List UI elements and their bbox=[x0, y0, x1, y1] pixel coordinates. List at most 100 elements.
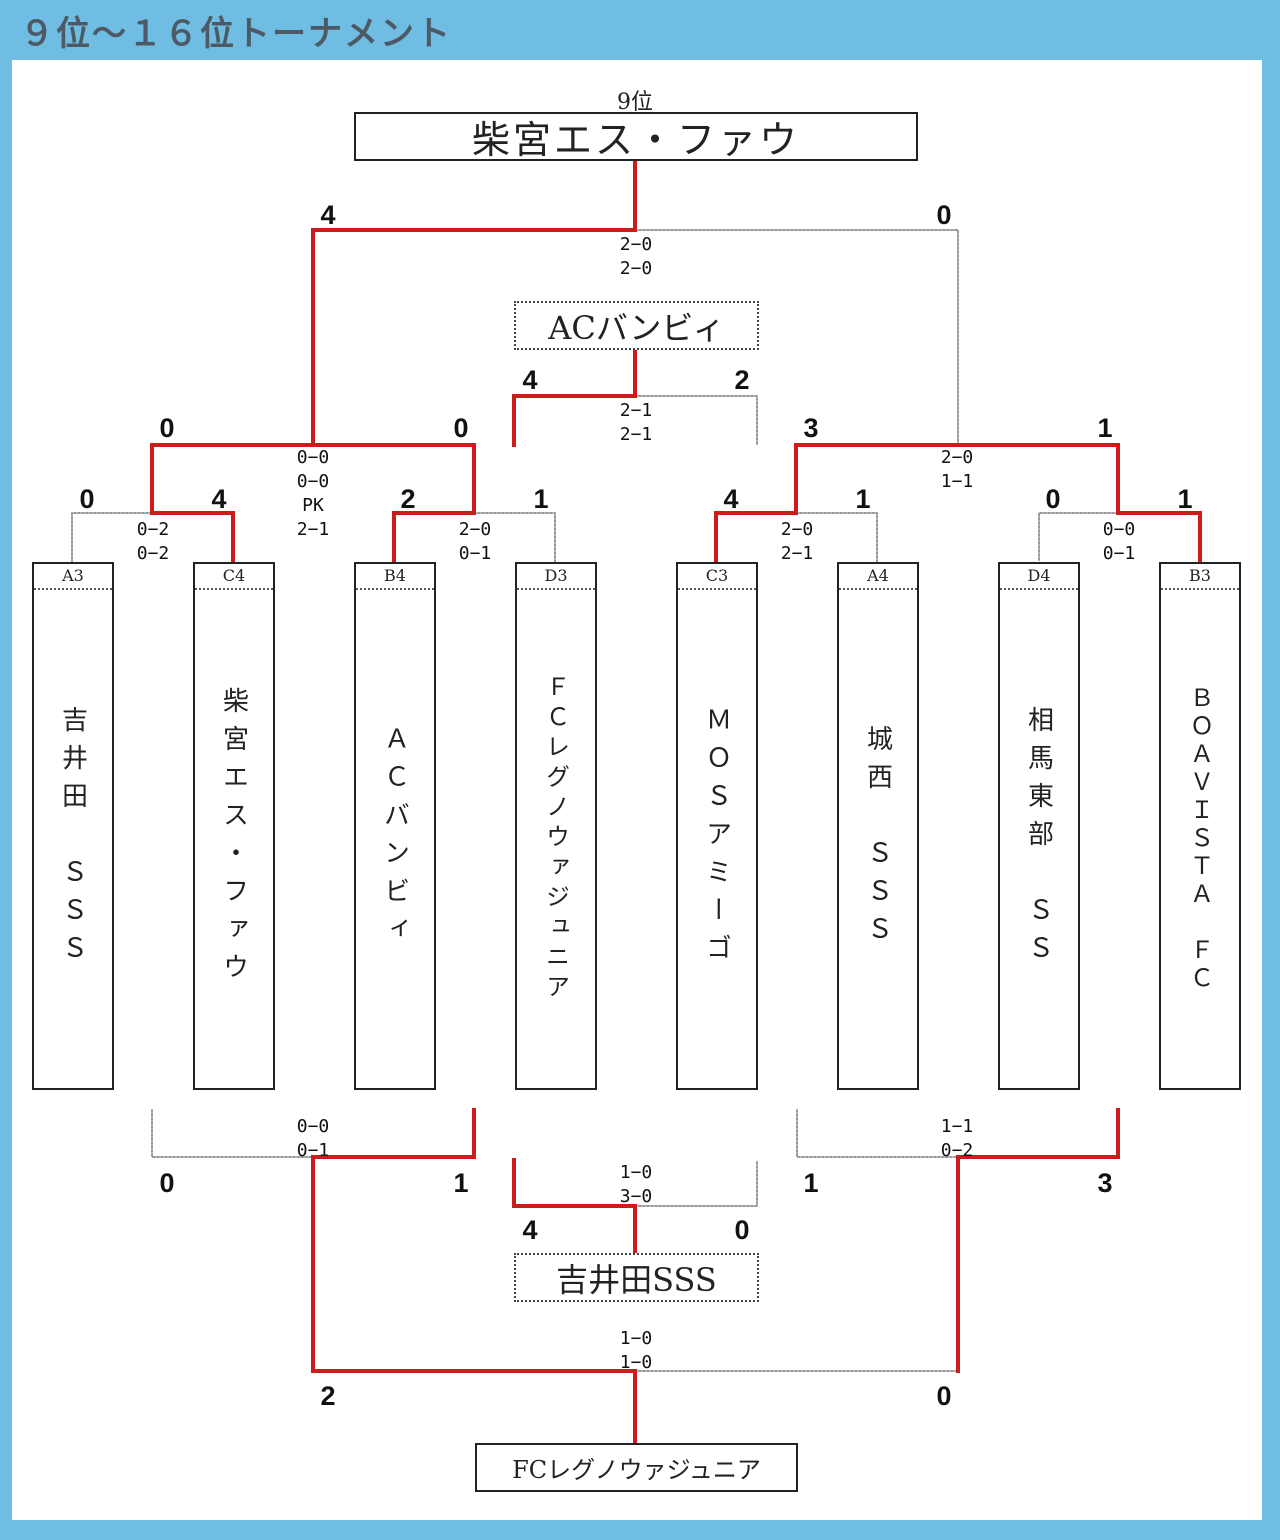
line-lower2-winner bbox=[956, 1108, 1120, 1373]
line-final-loser bbox=[634, 229, 959, 446]
r1b-right-score: 1 bbox=[533, 484, 549, 514]
r1a-set-1: 0−2 bbox=[136, 519, 170, 540]
line-r1b-loser bbox=[473, 512, 556, 563]
line-semi2-winner bbox=[794, 443, 960, 515]
r1a-set-scores: 0−2 0−2 bbox=[137, 518, 170, 566]
lower1-set-scores: 0−0 0−1 bbox=[297, 1115, 330, 1163]
semi2-set-2: 1−1 bbox=[940, 471, 974, 492]
r1d-set-2: 0−1 bbox=[1102, 543, 1136, 564]
team-name: 吉井田 ＳＳＳ bbox=[57, 706, 88, 972]
semi1-set-4: 2−1 bbox=[296, 519, 330, 540]
r1b-set-2: 0−1 bbox=[458, 543, 492, 564]
lower1-set-1: 0−0 bbox=[296, 1116, 330, 1137]
botb-left-score: 2 bbox=[320, 1381, 336, 1411]
semi1-right-score: 0 bbox=[453, 413, 469, 443]
final-winner-box: 柴宮エス・ファウ bbox=[354, 112, 918, 162]
team-card: C4 柴宮エス・ファウ bbox=[193, 562, 275, 1090]
r1a-set-2: 0−2 bbox=[136, 543, 170, 564]
final-set-2: 2−0 bbox=[619, 258, 653, 279]
line-lower2-loser bbox=[796, 1109, 959, 1158]
line-final-winner bbox=[311, 158, 637, 447]
team-card: B3 ＢＯＡＶＩＳＴＡ ＦＣ bbox=[1159, 562, 1241, 1090]
botb-set-scores: 1−0 1−0 bbox=[620, 1327, 653, 1375]
lower2-right-score: 3 bbox=[1097, 1168, 1113, 1198]
line-semi2b bbox=[956, 443, 1120, 515]
r1d-set-1: 0−0 bbox=[1102, 519, 1136, 540]
lower1-set-2: 0−1 bbox=[296, 1140, 330, 1161]
lower2-left-score: 1 bbox=[803, 1168, 819, 1198]
r1c-set-1: 2−0 bbox=[780, 519, 814, 540]
team-seed: D4 bbox=[1000, 564, 1078, 590]
bota-set-1: 1−0 bbox=[619, 1162, 653, 1183]
line-r1d-winner bbox=[1116, 511, 1202, 564]
lower1-left-score: 0 bbox=[159, 1168, 175, 1198]
line-r1c-loser bbox=[795, 512, 878, 563]
line-lower1-winner bbox=[311, 1108, 476, 1373]
r1d-left-score: 0 bbox=[1045, 484, 1061, 514]
team-name: ＡＣバンビィ bbox=[379, 725, 410, 953]
r1b-set-scores: 2−0 0−1 bbox=[459, 518, 492, 566]
semi2-set-1: 2−0 bbox=[940, 447, 974, 468]
lower2-set-scores: 1−1 0−2 bbox=[941, 1115, 974, 1163]
r1a-right-score: 4 bbox=[211, 484, 227, 514]
team-card: D4 相馬東部 ＳＳ bbox=[998, 562, 1080, 1090]
semi1-left-score: 0 bbox=[159, 413, 175, 443]
r1b-set-1: 2−0 bbox=[458, 519, 492, 540]
line-r1a-winner bbox=[150, 511, 235, 564]
team-card: A3 吉井田 ＳＳＳ bbox=[32, 562, 114, 1090]
r1d-set-scores: 0−0 0−1 bbox=[1103, 518, 1136, 566]
r1a-left-score: 0 bbox=[79, 484, 95, 514]
botb-set-1: 1−0 bbox=[619, 1328, 653, 1349]
team-card: C3 ＭＯＳアミーゴ bbox=[676, 562, 758, 1090]
botb-set-2: 1−0 bbox=[619, 1352, 653, 1373]
line-r1a-loser bbox=[71, 512, 153, 563]
team-seed: D3 bbox=[517, 564, 595, 590]
team-card: D3 ＦＣレグノウァジュニア bbox=[515, 562, 597, 1090]
final-right-score: 0 bbox=[936, 200, 952, 230]
r1d-right-score: 1 bbox=[1177, 484, 1193, 514]
botb-right-score: 0 bbox=[936, 1381, 952, 1411]
line-r1c-winner bbox=[714, 511, 798, 564]
team-card: A4 城西 ＳＳＳ bbox=[837, 562, 919, 1090]
team-name: 柴宮エス・ファウ bbox=[218, 687, 249, 991]
line-botb-winner bbox=[311, 1369, 637, 1445]
third-set-1: 2−1 bbox=[619, 400, 653, 421]
semi1-set-1: 0−0 bbox=[296, 447, 330, 468]
third-set-scores: 2−1 2−1 bbox=[620, 399, 653, 447]
semi1-set-pk: PK bbox=[302, 495, 324, 516]
line-semi2-loser bbox=[957, 444, 1119, 514]
team-name: 城西 ＳＳＳ bbox=[862, 725, 893, 953]
page-title: ９位～１６位トーナメント bbox=[20, 14, 452, 54]
team-seed: C4 bbox=[195, 564, 273, 590]
line-third-loser bbox=[634, 395, 758, 446]
line-semi1-loser bbox=[312, 444, 475, 514]
line-lower1-loser bbox=[151, 1109, 314, 1158]
semi2-right-score: 1 bbox=[1097, 413, 1113, 443]
line-semi1b bbox=[311, 443, 476, 515]
final-left-score: 4 bbox=[320, 200, 336, 230]
bota-winner-box: 吉井田SSS bbox=[514, 1253, 759, 1302]
team-name: ＭＯＳアミーゴ bbox=[701, 706, 732, 972]
r1c-left-score: 4 bbox=[723, 484, 739, 514]
third-winner-box: ACバンビィ bbox=[514, 301, 759, 350]
bota-set-2: 3−0 bbox=[619, 1186, 653, 1207]
r1c-right-score: 1 bbox=[855, 484, 871, 514]
team-name: ＢＯＡＶＩＳＴＡ ＦＣ bbox=[1185, 685, 1214, 993]
semi2-left-score: 3 bbox=[803, 413, 819, 443]
lower1-right-score: 1 bbox=[453, 1168, 469, 1198]
team-card: B4 ＡＣバンビィ bbox=[354, 562, 436, 1090]
third-left-score: 4 bbox=[522, 365, 538, 395]
team-seed: B4 bbox=[356, 564, 434, 590]
header-bar: ９位～１６位トーナメント bbox=[0, 0, 1280, 58]
third-set-2: 2−1 bbox=[619, 424, 653, 445]
line-r1d-loser bbox=[1038, 512, 1119, 563]
bota-right-score: 0 bbox=[734, 1215, 750, 1245]
team-name: 相馬東部 ＳＳ bbox=[1023, 706, 1054, 972]
semi2-set-scores: 2−0 1−1 bbox=[941, 446, 974, 494]
line-bota-winner bbox=[512, 1158, 637, 1255]
semi1-set-scores: 0−0 0−0 PK 2−1 bbox=[297, 446, 330, 542]
r1c-set-scores: 2−0 2−1 bbox=[781, 518, 814, 566]
semi1-set-2: 0−0 bbox=[296, 471, 330, 492]
lower2-set-1: 1−1 bbox=[940, 1116, 974, 1137]
